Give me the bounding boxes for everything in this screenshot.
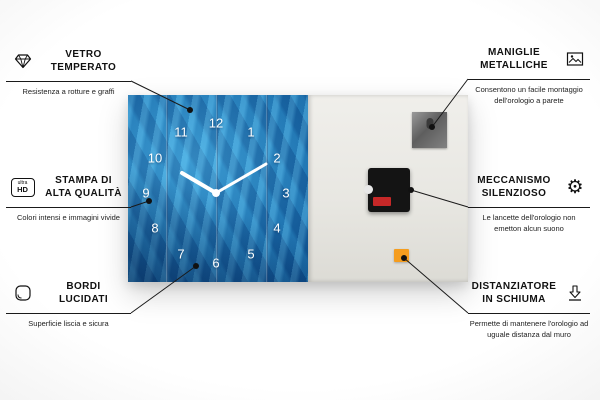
callout-title: STAMPA DI ALTA QUALITÀ: [45, 175, 122, 199]
callout-subtitle: Consentono un facile montaggio dell'orol…: [475, 85, 583, 105]
clock-face: 12 1 2 3 4 5 6 7 8 9 10 11: [128, 95, 308, 282]
hanger-hole: [426, 118, 433, 129]
callout-header: ultra HD STAMPA DI ALTA QUALITÀ: [6, 172, 131, 208]
callout-header: MANIGLIE METALLICHE: [468, 44, 590, 80]
clock-number: 2: [273, 150, 281, 166]
polished-edge-icon: [11, 281, 35, 305]
callout-silent-mechanism: ⚙ MECCANISMO SILENZIOSO Le lancette dell…: [468, 172, 590, 235]
metal-hanger-plate: [412, 112, 447, 148]
gear-icon: ⚙: [566, 176, 584, 198]
callout-title: BORDI LUCIDATI: [58, 281, 109, 305]
clock-number: 3: [282, 185, 290, 201]
clock-number: 4: [273, 220, 281, 236]
callout-header: VETRO TEMPERATO: [6, 46, 131, 82]
callout-subtitle: Colori intensi e immagini vivide: [17, 213, 120, 222]
clock-mechanism: [364, 168, 410, 212]
callout-subtitle: Resistenza a rotture e graffi: [22, 87, 115, 96]
clock-product-image: 12 1 2 3 4 5 6 7 8 9 10 11: [128, 95, 468, 282]
glass-panel-line: [266, 95, 268, 282]
callout-subtitle: Permette di mantenere l'orologio ad ugua…: [469, 319, 589, 339]
glass-panel-line: [166, 95, 168, 282]
callout-header: DISTANZIATORE IN SCHIUMA: [468, 278, 590, 314]
clock-number: 8: [151, 220, 159, 236]
diamond-icon: [11, 49, 35, 73]
callout-subtitle: Le lancette dell'orologio non emetton al…: [482, 213, 576, 233]
callout-header: BORDI LUCIDATI: [6, 278, 131, 314]
ultra-hd-icon: ultra HD: [10, 175, 35, 199]
foam-spacer: [394, 249, 409, 262]
clock-hands: [180, 162, 268, 197]
clock-number: 12: [208, 115, 224, 131]
callout-metal-handles: MANIGLIE METALLICHE Consentono un facile…: [468, 44, 590, 107]
callout-print-quality: ultra HD STAMPA DI ALTA QUALITÀ Colori i…: [6, 172, 131, 224]
clock-number: 11: [174, 124, 188, 140]
callout-title: MECCANISMO SILENZIOSO: [477, 175, 551, 199]
clock-number: 10: [147, 150, 163, 166]
clock-number: 5: [247, 246, 255, 262]
winder-knob: [364, 185, 373, 194]
callout-foam-spacer: DISTANZIATORE IN SCHIUMA Permette di man…: [468, 278, 590, 341]
clock-number: 6: [212, 255, 220, 271]
battery: [373, 197, 391, 206]
callout-polished-edges: BORDI LUCIDATI Superficie liscia e sicur…: [6, 278, 131, 330]
callout-subtitle: Superficie liscia e sicura: [28, 319, 109, 328]
callout-title: VETRO TEMPERATO: [50, 49, 117, 73]
clock-number: 1: [247, 124, 255, 140]
callout-title: DISTANZIATORE IN SCHIUMA: [471, 281, 557, 305]
clock-number: 9: [142, 185, 150, 201]
clock-number: 7: [177, 246, 185, 262]
callout-title: MANIGLIE METALLICHE: [480, 47, 548, 71]
callout-header: ⚙ MECCANISMO SILENZIOSO: [468, 172, 590, 208]
picture-frame-icon: [563, 47, 587, 71]
glass-panel-line: [216, 95, 218, 282]
callout-tempered-glass: VETRO TEMPERATO Resistenza a rotture e g…: [6, 46, 131, 98]
spacer-arrow-icon: [563, 281, 587, 305]
